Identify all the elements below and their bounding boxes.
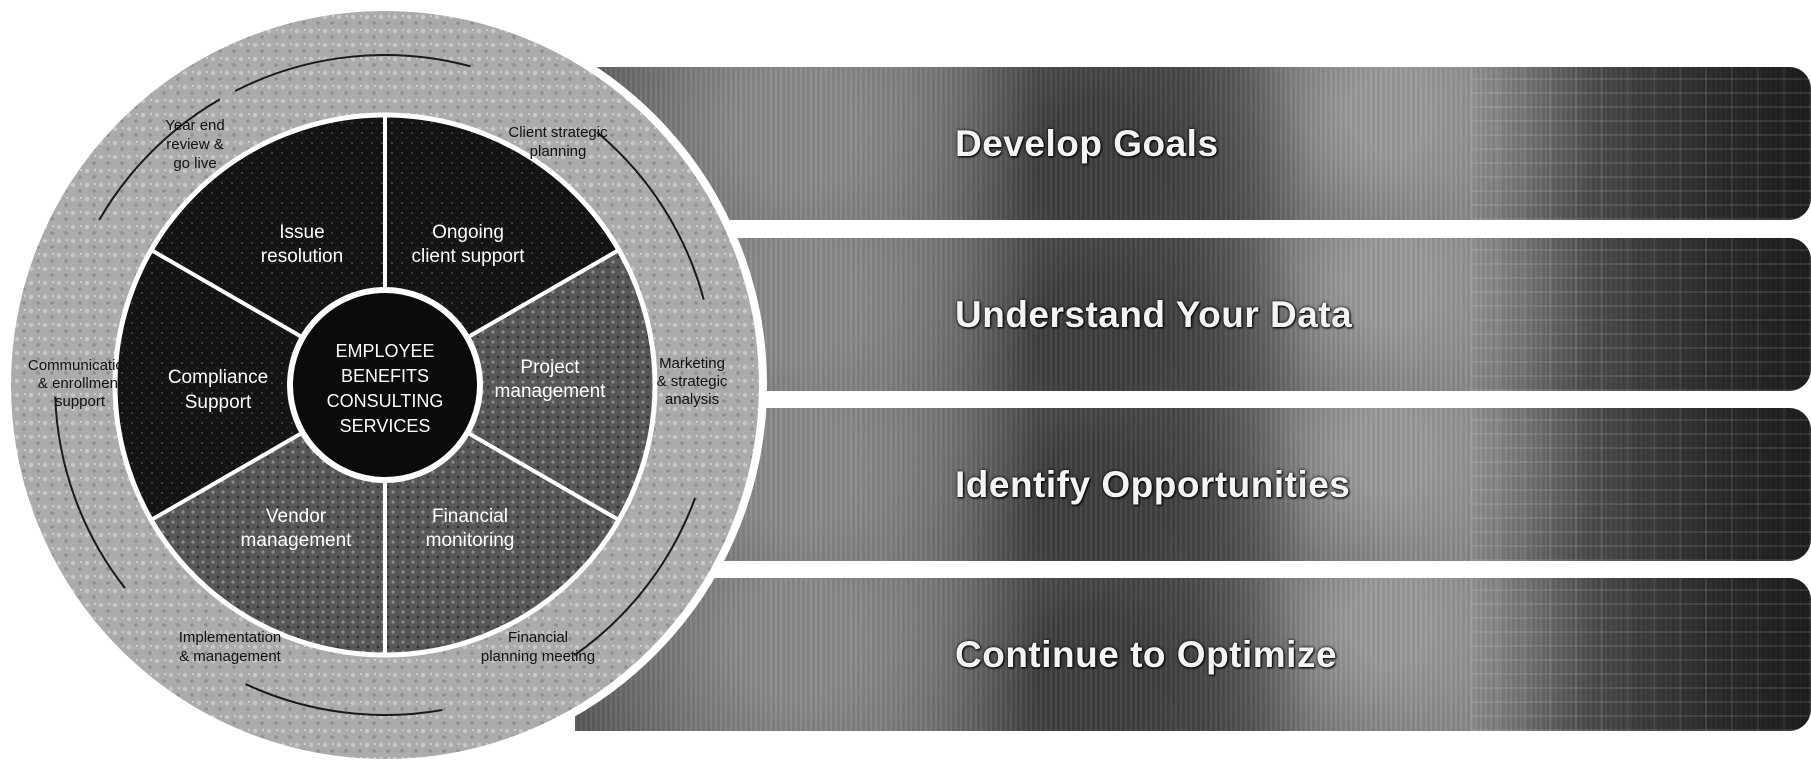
center-hub: EMPLOYEE BENEFITS CONSULTING SERVICES — [287, 287, 483, 483]
outer-marketing-line-2: & strategic — [657, 373, 728, 390]
outer-year-end-line-3: go live — [173, 155, 216, 172]
outer-marketing-line-3: analysis — [665, 391, 719, 408]
segment-divider — [466, 430, 620, 522]
outer-implementation-line-2: & management — [179, 648, 282, 665]
band-develop-goals: Develop Goals — [575, 67, 1811, 220]
outer-marketing-line-1: Marketing — [659, 355, 725, 372]
center-line-4: SERVICES — [340, 416, 431, 436]
center-circle — [287, 287, 483, 483]
segment-issue-line-2: resolution — [261, 246, 343, 267]
band-identify-opportunities: Identify Opportunities — [575, 408, 1811, 561]
process-arc — [234, 54, 471, 92]
band-continue-to-optimize: Continue to Optimize — [575, 578, 1811, 731]
center-line-1: EMPLOYEE — [335, 341, 434, 361]
inner-segment-labels: Issue resolution Ongoing client support … — [168, 222, 606, 551]
segment-divider — [466, 248, 620, 340]
outer-communication-line-2: & enrollment — [38, 375, 123, 392]
center-line-3: CONSULTING — [327, 391, 444, 411]
outer-year-end-line-1: Year end — [165, 117, 225, 134]
inner-ring-border — [112, 112, 658, 658]
segment-ongoing-line-1: Ongoing — [432, 222, 504, 243]
outer-year-end-line-2: review & — [166, 136, 224, 153]
center-line-2: BENEFITS — [341, 366, 429, 386]
outer-stage-labels: Client strategic planning Marketing & st… — [28, 117, 728, 665]
outer-communication-line-1: Communication — [28, 357, 132, 374]
band-label-develop-goals: Develop Goals — [955, 122, 1219, 164]
segment-project-line-2: management — [495, 381, 607, 402]
segment-financial-line-1: Financial — [432, 506, 508, 527]
segment-dividers — [112, 112, 658, 658]
outer-client-line-1: Client strategic — [508, 124, 608, 141]
process-arc — [573, 497, 697, 657]
segment-compliance-line-1: Compliance — [168, 367, 268, 388]
segment-compliance-line-2: Support — [185, 392, 252, 413]
process-arc — [54, 396, 126, 589]
band-label-understand-your-data: Understand Your Data — [955, 293, 1353, 335]
segment-divider — [150, 248, 304, 340]
outer-client-line-2: planning — [530, 143, 587, 160]
segment-divider — [150, 430, 304, 522]
outer-implementation-line-1: Implementation — [179, 629, 282, 646]
process-arcs — [54, 54, 705, 717]
band-label-identify-opportunities: Identify Opportunities — [955, 463, 1351, 505]
process-arc — [98, 98, 221, 221]
band-understand-your-data: Understand Your Data — [575, 238, 1811, 391]
process-arc — [596, 131, 705, 300]
segment-financial-line-2: monitoring — [426, 530, 515, 551]
outer-communication-line-3: support — [55, 393, 106, 410]
inner-segment-wedge — [115, 250, 303, 520]
segment-vendor-line-2: management — [241, 530, 353, 551]
segment-ongoing-line-2: client support — [411, 246, 525, 267]
inner-segment-wedge — [467, 250, 655, 520]
outer-financial-planning-line-2: planning meeting — [481, 648, 595, 665]
segment-vendor-line-1: Vendor — [266, 506, 327, 527]
outer-financial-planning-line-1: Financial — [508, 629, 568, 646]
band-label-continue-to-optimize: Continue to Optimize — [955, 633, 1338, 675]
process-arc — [245, 683, 443, 717]
segment-project-line-1: Project — [520, 357, 580, 378]
segment-issue-line-1: Issue — [279, 222, 324, 243]
